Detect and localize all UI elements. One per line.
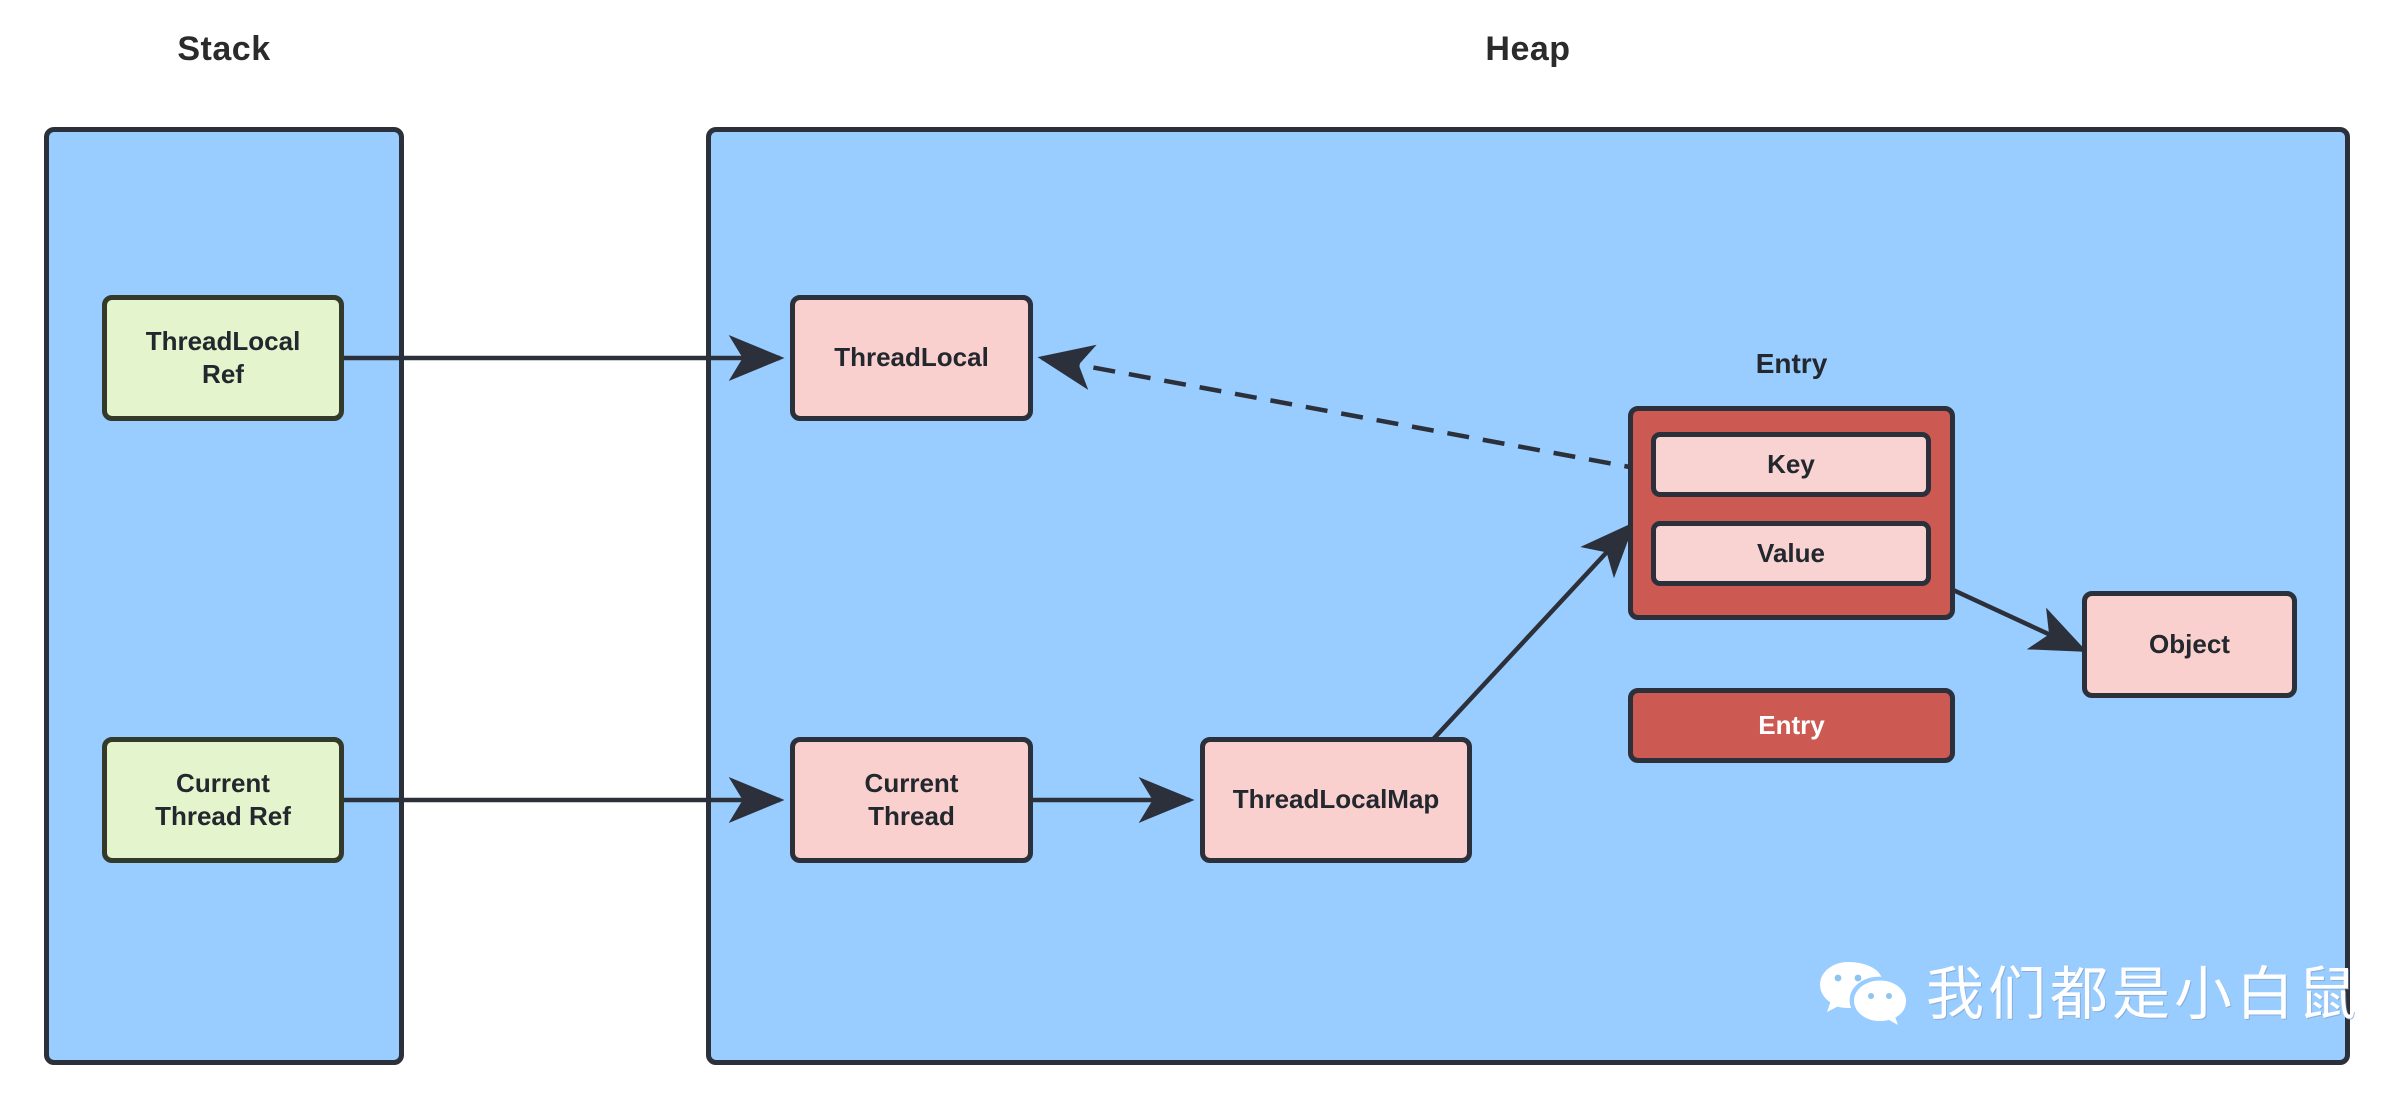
node-object[interactable]: Object <box>2082 591 2297 698</box>
node-entry-empty[interactable]: Entry <box>1628 688 1955 763</box>
node-entry-value[interactable]: Value <box>1651 521 1931 586</box>
node-current-thread-ref[interactable]: Current Thread Ref <box>102 737 344 863</box>
node-threadlocalmap[interactable]: ThreadLocalMap <box>1200 737 1472 863</box>
node-current-thread[interactable]: Current Thread <box>790 737 1033 863</box>
wechat-icon <box>1818 960 1910 1028</box>
node-threadlocal-ref[interactable]: ThreadLocal Ref <box>102 295 344 421</box>
stack-panel <box>44 127 404 1065</box>
watermark-text: 我们都是小白鼠 <box>1926 960 2361 1028</box>
watermark: 我们都是小白鼠 <box>1818 960 2360 1028</box>
entry-group-label: Entry <box>1755 348 1828 379</box>
node-entry-key[interactable]: Key <box>1651 432 1931 497</box>
node-threadlocal[interactable]: ThreadLocal <box>790 295 1033 421</box>
heap-region-title: Heap <box>1485 30 1571 68</box>
stack-region-title: Stack <box>177 30 271 68</box>
